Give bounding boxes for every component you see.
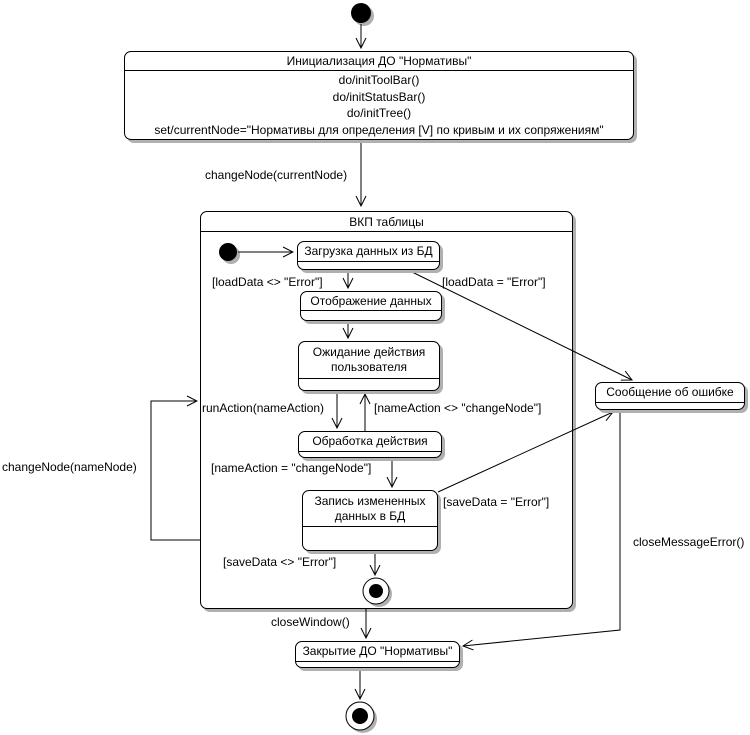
- action-init-toolbar: do/initToolBar(): [338, 73, 420, 88]
- state-initialization: Инициализация ДО "Нормативы" do/initTool…: [124, 51, 634, 140]
- state-load-data: Загрузка данных из БД: [297, 241, 440, 270]
- edge-load-to-error: [407, 269, 632, 380]
- state-save-data-title: Запись измененных данных в БД: [303, 491, 437, 527]
- state-error-message-compartment: [596, 403, 744, 409]
- state-save-data-line2: данных в БД: [334, 508, 406, 523]
- state-load-data-compartment: [298, 262, 439, 269]
- action-set-currentnode: set/currentNode="Нормативы для определен…: [154, 122, 604, 137]
- state-wait-user-line1: Ожидание действия: [312, 345, 426, 359]
- label-nameaction-ne: [nameAction <> "changeNode"]: [374, 401, 542, 415]
- action-init-statusbar: do/initStatusBar(): [332, 89, 426, 104]
- state-close-do-title: Закрытие ДО "Нормативы": [296, 642, 459, 662]
- label-loaddata-ok: [loadData <> "Error"]: [212, 275, 323, 289]
- state-process-action-title: Обработка действия: [299, 432, 441, 452]
- state-save-data: Запись измененных данных в БД: [302, 490, 438, 551]
- final-state-dot: [352, 708, 368, 724]
- state-wait-user-compartment: [299, 379, 439, 390]
- composite-state-title: ВКП таблицы: [201, 212, 572, 232]
- inner-final-state-dot: [369, 584, 383, 598]
- state-initialization-title: Инициализация ДО "Нормативы": [125, 52, 633, 71]
- label-nameaction-eq: [nameAction = "changeNode"]: [211, 461, 372, 475]
- state-wait-user-title: Ожидание действия пользователя: [299, 342, 439, 379]
- initial-state: [351, 3, 371, 23]
- state-wait-user: Ожидание действия пользователя: [298, 341, 440, 391]
- state-process-action: Обработка действия: [298, 431, 442, 458]
- state-display-data-compartment: [301, 311, 441, 320]
- edge-save-to-error: [437, 412, 613, 493]
- state-save-data-line1: Запись измененных: [314, 493, 426, 508]
- label-changenode-namenode: changeNode(nameNode): [2, 460, 137, 474]
- label-savedata-error: [saveData = "Error"]: [443, 495, 550, 509]
- label-closemessageerror: closeMessageError(): [633, 535, 745, 549]
- state-display-data: Отображение данных: [300, 291, 442, 321]
- label-loaddata-error: [loadData = "Error"]: [442, 275, 546, 289]
- edge-composite-self-loop: [150, 401, 200, 541]
- label-closewindow: closeWindow(): [271, 615, 350, 629]
- state-wait-user-line2: пользователя: [331, 360, 407, 374]
- state-error-message: Сообщение об ошибке: [595, 382, 745, 410]
- label-runaction: runAction(nameAction): [202, 401, 325, 415]
- state-close-do: Закрытие ДО "Нормативы": [295, 641, 460, 668]
- state-display-data-title: Отображение данных: [301, 292, 441, 311]
- state-save-data-compartment: [303, 527, 437, 550]
- inner-initial-state: [219, 243, 237, 261]
- edge-error-to-close: [463, 410, 621, 646]
- state-process-action-compartment: [299, 452, 441, 457]
- state-load-data-title: Загрузка данных из БД: [298, 242, 439, 262]
- label-savedata-ok: [saveData <> "Error"]: [223, 555, 337, 569]
- label-changenode-currentnode: changeNode(currentNode): [205, 168, 348, 182]
- action-init-tree: do/initTree(): [346, 106, 412, 121]
- state-initialization-actions: do/initToolBar() do/initStatusBar() do/i…: [125, 71, 633, 139]
- state-error-message-title: Сообщение об ошибке: [596, 383, 744, 403]
- state-close-do-compartment: [296, 662, 459, 667]
